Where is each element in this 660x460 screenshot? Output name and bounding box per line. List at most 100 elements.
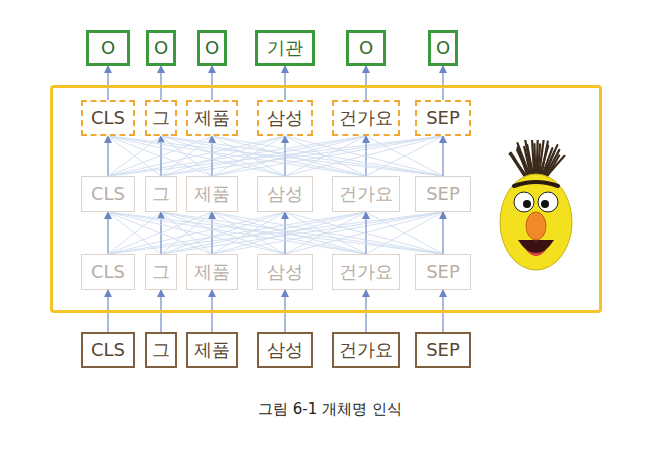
output-label-box: O xyxy=(346,30,386,66)
attention-line xyxy=(161,136,443,176)
attention-line xyxy=(108,136,285,176)
token-text: 건가요 xyxy=(339,109,393,127)
arrow-connector xyxy=(107,136,108,176)
token-text: 삼성 xyxy=(267,109,303,127)
input-token-box: 제품 xyxy=(186,332,238,368)
input-token-box: 그 xyxy=(145,332,177,368)
attention-line xyxy=(161,136,285,176)
output-token-box: 그 xyxy=(145,100,177,136)
output-label-box: O xyxy=(86,30,130,66)
token-text: O xyxy=(359,39,373,57)
arrow-connector xyxy=(211,212,212,254)
attention-line xyxy=(161,212,285,254)
attention-line xyxy=(108,212,443,254)
arrow-connector xyxy=(284,212,285,254)
token-text: 삼성 xyxy=(267,263,303,281)
arrow-connector xyxy=(442,212,443,254)
hidden-token-box: 건가요 xyxy=(332,254,400,290)
arrow-connector xyxy=(160,66,161,100)
attention-line xyxy=(212,212,443,254)
token-text: 제품 xyxy=(194,185,230,203)
hidden-token-box: 건가요 xyxy=(332,176,400,212)
attention-line xyxy=(161,136,285,176)
token-text: 그 xyxy=(152,109,170,127)
token-text: 기관 xyxy=(267,39,303,57)
hidden-token-box: 삼성 xyxy=(257,254,313,290)
figure-caption: 그림 6-1 개체명 인식 xyxy=(258,400,402,419)
token-text: CLS xyxy=(91,185,125,203)
token-text: O xyxy=(101,39,115,57)
arrow-connector xyxy=(211,66,212,100)
hidden-token-box: 그 xyxy=(145,254,177,290)
token-text: 건가요 xyxy=(339,185,393,203)
token-text: SEP xyxy=(426,109,460,127)
hidden-token-box: 제품 xyxy=(186,176,238,212)
output-token-box: 제품 xyxy=(186,100,238,136)
attention-line xyxy=(108,212,285,254)
hidden-token-box: CLS xyxy=(81,254,135,290)
output-label-box: O xyxy=(197,30,227,66)
attention-line xyxy=(212,136,366,176)
token-text: O xyxy=(205,39,219,57)
output-token-box: 건가요 xyxy=(332,100,400,136)
arrow-connector xyxy=(107,66,108,100)
bert-model-box: CLS그제품삼성건가요SEPCLS그제품삼성건가요SEPCLS그제품삼성건가요S… xyxy=(50,85,602,313)
token-text: 그 xyxy=(152,341,170,359)
output-label-box: O xyxy=(146,30,176,66)
output-token-box: CLS xyxy=(81,100,135,136)
token-text: O xyxy=(436,39,450,57)
arrow-connector xyxy=(442,66,443,100)
attention-line xyxy=(366,136,443,176)
token-text: CLS xyxy=(91,341,125,359)
attention-line xyxy=(161,212,443,254)
token-text: SEP xyxy=(426,341,460,359)
attention-line xyxy=(161,212,366,254)
attention-line xyxy=(161,212,366,254)
hidden-token-box: SEP xyxy=(415,254,471,290)
hidden-token-box: 제품 xyxy=(186,254,238,290)
input-token-box: SEP xyxy=(415,332,471,368)
token-text: CLS xyxy=(91,109,125,127)
attention-line xyxy=(161,212,443,254)
token-text: 삼성 xyxy=(267,185,303,203)
attention-line xyxy=(285,136,443,176)
input-token-box: 건가요 xyxy=(332,332,400,368)
hidden-token-box: CLS xyxy=(81,176,135,212)
hidden-token-box: SEP xyxy=(415,176,471,212)
attention-line xyxy=(366,212,443,254)
output-label-box: 기관 xyxy=(255,30,315,66)
arrow-connector xyxy=(284,136,285,176)
attention-line xyxy=(108,212,443,254)
attention-line xyxy=(108,212,285,254)
output-label-box: O xyxy=(428,30,458,66)
attention-line xyxy=(108,136,443,176)
output-token-box: 삼성 xyxy=(257,100,313,136)
arrow-connector xyxy=(365,66,366,100)
token-text: CLS xyxy=(91,263,125,281)
attention-line xyxy=(285,212,443,254)
token-text: 그 xyxy=(152,263,170,281)
token-text: 건가요 xyxy=(339,263,393,281)
token-text: O xyxy=(154,39,168,57)
attention-line xyxy=(285,212,443,254)
bert-illustration xyxy=(488,140,584,290)
attention-line xyxy=(212,136,443,176)
attention-line xyxy=(161,212,285,254)
input-token-box: 삼성 xyxy=(257,332,313,368)
arrow-connector xyxy=(442,136,443,176)
token-text: 그 xyxy=(152,185,170,203)
hidden-token-box: 삼성 xyxy=(257,176,313,212)
attention-line xyxy=(212,212,366,254)
attention-line xyxy=(161,136,443,176)
token-text: 삼성 xyxy=(267,341,303,359)
arrow-connector xyxy=(211,136,212,176)
token-text: SEP xyxy=(426,185,460,203)
attention-line xyxy=(285,136,443,176)
arrow-connector xyxy=(284,66,285,100)
token-text: 건가요 xyxy=(339,341,393,359)
hidden-token-box: 그 xyxy=(145,176,177,212)
token-text: 제품 xyxy=(194,341,230,359)
token-text: 제품 xyxy=(194,109,230,127)
attention-line xyxy=(108,136,443,176)
attention-line xyxy=(366,136,443,176)
